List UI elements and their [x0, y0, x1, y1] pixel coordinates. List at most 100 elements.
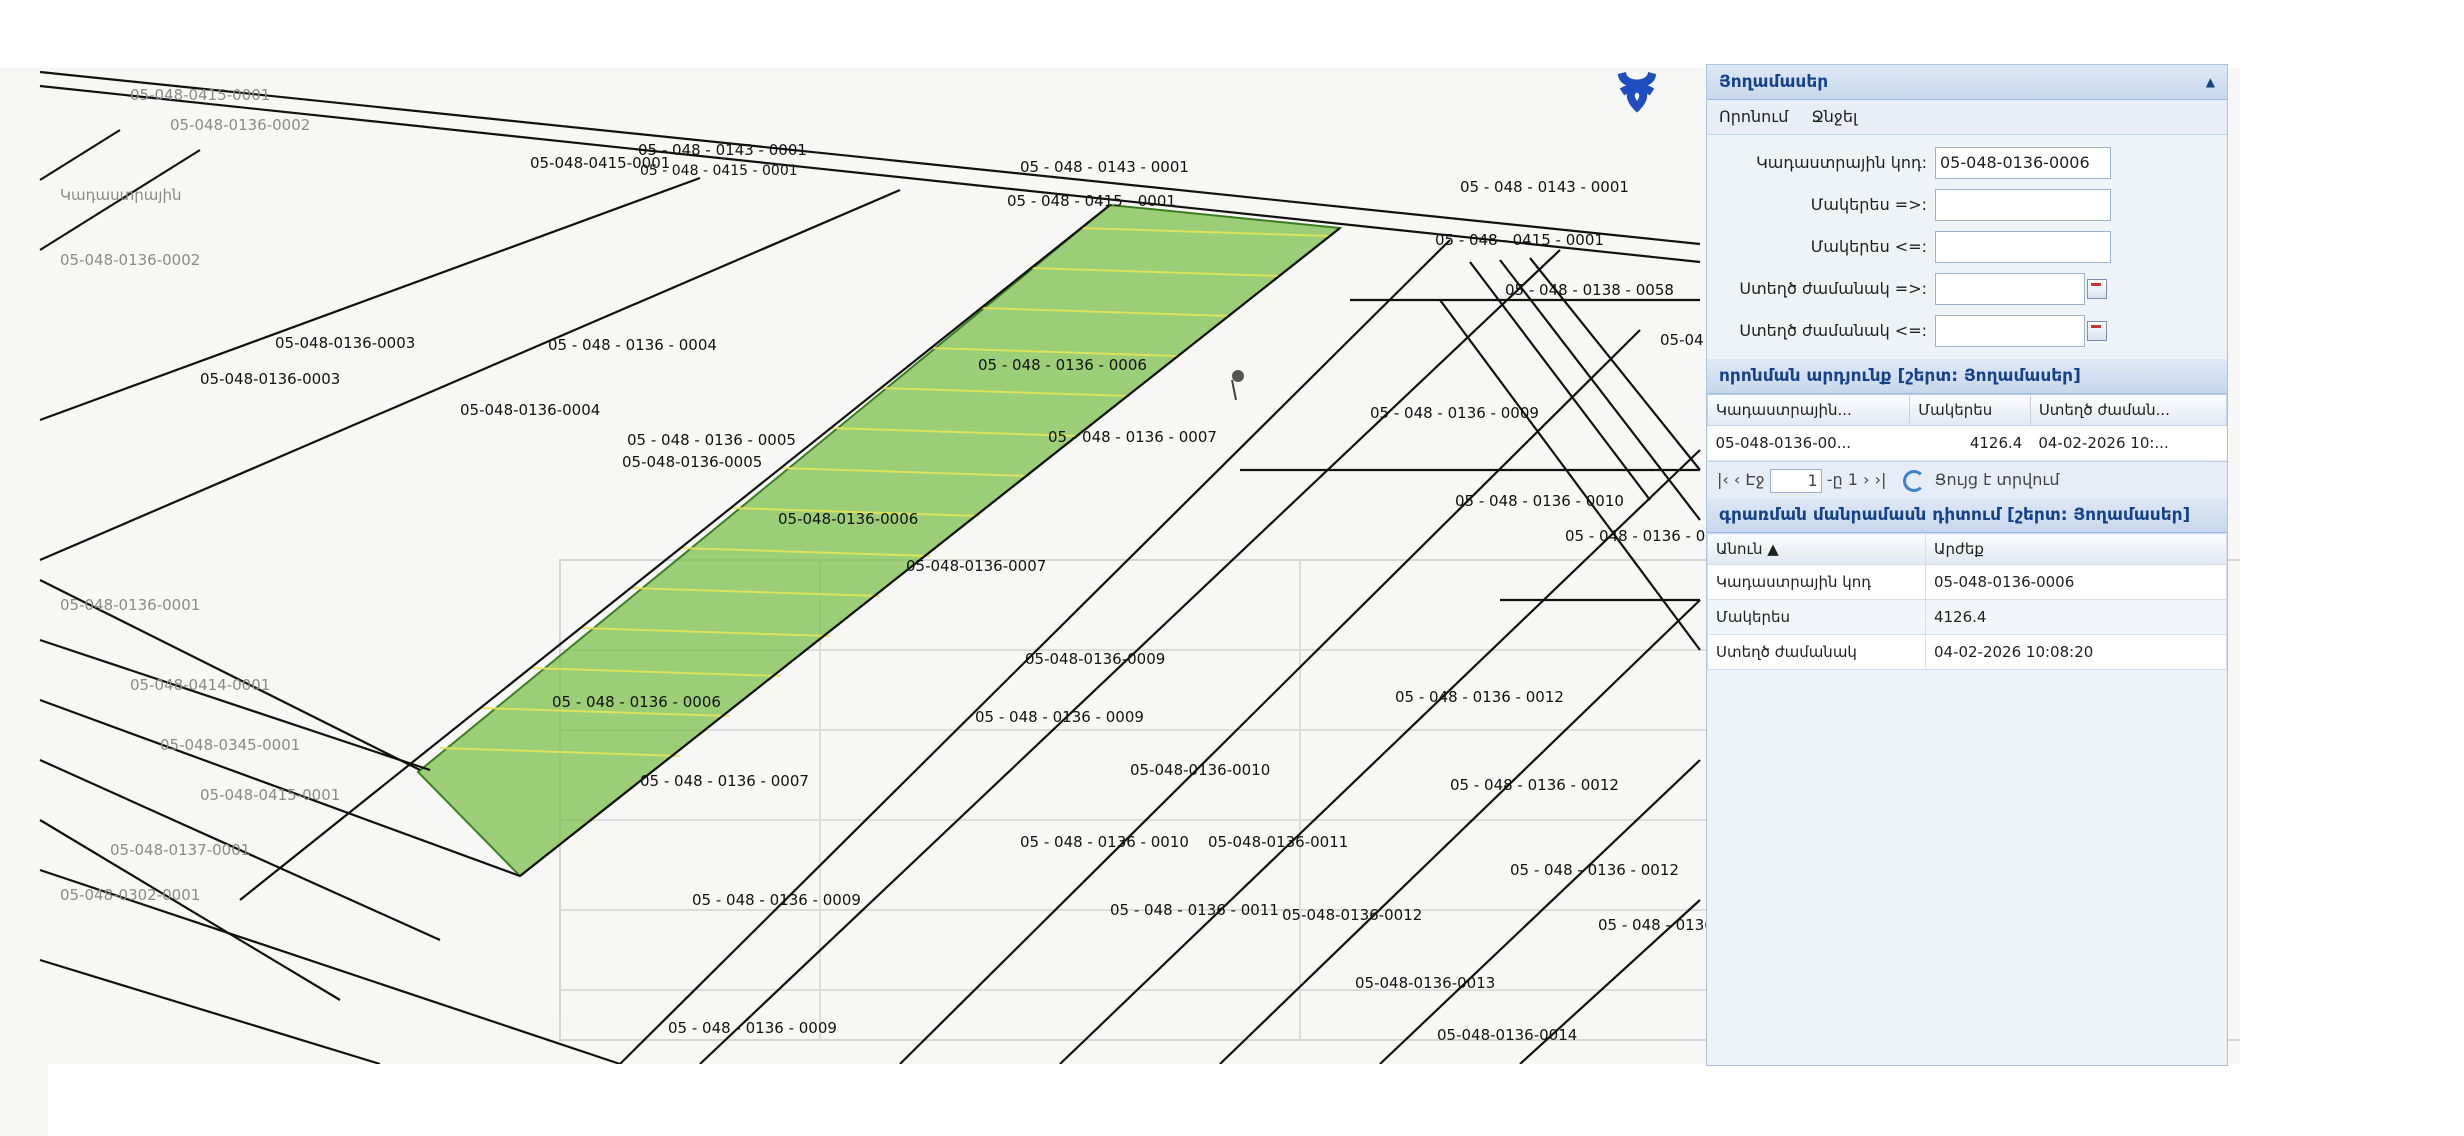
svg-text:05 - 048 - 0136 - 0009: 05 - 048 - 0136 - 0009 — [692, 891, 861, 909]
clear-button[interactable]: Ջնջել — [1811, 107, 1858, 126]
results-title-text: որոնման արդյունք [շերտ: Յողամասեր] — [1719, 366, 2081, 386]
svg-text:05-048-0415-0001: 05-048-0415-0001 — [200, 786, 340, 804]
details-header-row: Անուն ▲ Արժեք — [1707, 533, 2228, 565]
next-page-icon[interactable]: › — [1863, 470, 1870, 489]
svg-text:05 - 048 - 0136 - 0006: 05 - 048 - 0136 - 0006 — [552, 693, 721, 711]
date-to-input[interactable] — [1935, 315, 2085, 347]
svg-text:05-048-0136-0010: 05-048-0136-0010 — [1130, 761, 1270, 779]
svg-text:05-048-0136-0013: 05-048-0136-0013 — [1355, 974, 1495, 992]
svg-text:05 - 048 - 0143 - 0001: 05 - 048 - 0143 - 0001 — [1460, 178, 1629, 196]
page-count: -ը 1 — [1826, 470, 1858, 489]
svg-text:05-048-0136-0004: 05-048-0136-0004 — [460, 401, 600, 419]
area-min-input[interactable] — [1935, 189, 2111, 221]
svg-text:05 - 048 - 0136 - 0010: 05 - 048 - 0136 - 0010 — [1020, 833, 1189, 851]
detail-value: 05-048-0136-0006 — [1924, 564, 2228, 600]
svg-text:05-048-0136-0003: 05-048-0136-0003 — [275, 334, 415, 352]
svg-text:05-048-0136-0011: 05-048-0136-0011 — [1208, 833, 1348, 851]
svg-text:05 - 048 - 0136 - 0010: 05 - 048 - 0136 - 0010 — [1565, 527, 1734, 545]
calendar-icon[interactable] — [2087, 321, 2107, 341]
svg-text:05 - 048 - 0415 - 0001: 05 - 048 - 0415 - 0001 — [640, 163, 798, 179]
svg-text:Կադաստրային: Կադաստրային — [60, 186, 181, 204]
collapse-icon[interactable]: ▲ — [2205, 75, 2215, 89]
prev-page-icon[interactable]: ‹ — [1733, 470, 1741, 489]
date-from-label: Ստեղծ ժամանակ =>: — [1739, 279, 1927, 298]
pager: |‹ ‹ Էջ 1 -ը 1 › ›| Ցույց է տրվում — [1707, 461, 2227, 498]
parcel-labels: 05-048-0415-0001 05 - 048 - 0143 - 0001 … — [200, 141, 1767, 1044]
svg-text:05 - 048 - 0136 - 0005: 05 - 048 - 0136 - 0005 — [627, 431, 796, 449]
cadastral-map[interactable]: 05-048-0415-0001 05-048-0136-0002 Կադաստ… — [0, 60, 2240, 1070]
results-header-row: Կադաստրային... Մակերես Ստեղծ ժաման... — [1706, 394, 2228, 426]
search-button[interactable]: Որոնում — [1719, 107, 1789, 126]
svg-text:05 - 048 - 0138 - 0058: 05 - 048 - 0138 - 0058 — [1505, 281, 1674, 299]
svg-text:05-048-0414-0001: 05-048-0414-0001 — [130, 676, 270, 694]
right-margin — [2240, 0, 2464, 1136]
col-created[interactable]: Ստեղծ ժաման... — [2029, 394, 2228, 426]
area-max-row: Մակերես <=: — [1707, 227, 2227, 269]
table-row[interactable]: Մակերես 4126.4 — [1707, 599, 2228, 635]
page-input[interactable]: 1 — [1769, 468, 1822, 493]
svg-text:05 - 048 - 0415 - 0001: 05 - 048 - 0415 - 0001 — [1435, 231, 1604, 249]
svg-text:05 - 048 - 0136 - 0009: 05 - 048 - 0136 - 0009 — [668, 1019, 837, 1037]
svg-text:05 - 048 - 0136 - 0009: 05 - 048 - 0136 - 0009 — [975, 708, 1144, 726]
svg-text:05-048-0415-0001: 05-048-0415-0001 — [530, 154, 670, 172]
bottom-margin — [48, 1064, 2464, 1136]
svg-text:05 - 048 - 0136 - 0011: 05 - 048 - 0136 - 0011 — [1110, 901, 1279, 919]
svg-text:05 - 048 - 0136 - 0012: 05 - 048 - 0136 - 0012 — [1510, 861, 1679, 879]
area-max-input[interactable] — [1935, 231, 2111, 263]
svg-text:05-048-0136-0003: 05-048-0136-0003 — [200, 370, 340, 388]
area-min-row: Մակերես =>: — [1707, 185, 2227, 227]
svg-text:05-048-0137-0001: 05-048-0137-0001 — [110, 841, 250, 859]
detail-name: Ստեղծ ժամանակ — [1707, 634, 1926, 670]
cadastral-input[interactable]: 05-048-0136-0006 — [1935, 147, 2111, 179]
section-title-text: Յողամասեր — [1719, 72, 1829, 92]
date-from-row: Ստեղծ ժամանակ =>: — [1707, 269, 2227, 311]
pager-status: Ցույց է տրվում — [1934, 470, 2060, 489]
svg-text:05-048-0136-0014: 05-048-0136-0014 — [1437, 1026, 1577, 1044]
col-area[interactable]: Մակերես — [1909, 394, 2031, 426]
area-max-label: Մակերես <=: — [1810, 237, 1927, 256]
results-grid: Կադաստրային... Մակերես Ստեղծ ժաման... 05… — [1706, 394, 2228, 461]
svg-text:05-048-0136-0005: 05-048-0136-0005 — [622, 453, 762, 471]
col-name[interactable]: Անուն ▲ — [1707, 533, 1926, 565]
page-label: Էջ — [1745, 470, 1765, 489]
detail-value: 04-02-2026 10:08:20 — [1924, 634, 2228, 670]
svg-text:05 - 048 - 0136 - 0012: 05 - 048 - 0136 - 0012 — [1395, 688, 1564, 706]
details-title-text: գրառման մանրամասն դիտում [շերտ: Յողամասե… — [1719, 505, 2191, 525]
refresh-icon[interactable] — [1903, 469, 1926, 492]
svg-text:05 - 048 - 0136 - 0007: 05 - 048 - 0136 - 0007 — [640, 772, 809, 790]
search-form: Կադաստրային կոդ: 05-048-0136-0006 Մակերե… — [1707, 135, 2227, 359]
svg-text:05 - 048 - 0143 - 0001: 05 - 048 - 0143 - 0001 — [638, 141, 807, 159]
svg-text:05-04: 05-04 — [1660, 331, 1704, 349]
last-page-icon[interactable]: ›| — [1874, 470, 1887, 489]
map-pin-icon[interactable] — [1231, 370, 1244, 401]
table-row[interactable]: 05-048-0136-00... 4126.4 04-02-2026 10:.… — [1707, 425, 2227, 461]
svg-text:05-048-0136-0002: 05-048-0136-0002 — [170, 116, 310, 134]
details-title: գրառման մանրամասն դիտում [շերտ: Յողամասե… — [1707, 498, 2227, 533]
cell-created: 04-02-2026 10:... — [2030, 425, 2227, 461]
detail-name: Մակերես — [1707, 599, 1926, 635]
date-from-input[interactable] — [1935, 273, 2085, 305]
top-margin — [0, 0, 2464, 68]
svg-text:05-048-0136-0002: 05-048-0136-0002 — [60, 251, 200, 269]
calendar-icon[interactable] — [2087, 279, 2107, 299]
svg-text:05 - 048 - 0136 - 0010: 05 - 048 - 0136 - 0010 — [1455, 492, 1624, 510]
table-row[interactable]: Կադաստրային կոդ 05-048-0136-0006 — [1707, 564, 2228, 600]
date-to-row: Ստեղծ ժամանակ <=: — [1707, 311, 2227, 353]
svg-text:05 - 048 - 0136 - 0007: 05 - 048 - 0136 - 0007 — [1048, 428, 1217, 446]
svg-text:05-048-0302-0001: 05-048-0302-0001 — [60, 886, 200, 904]
table-row[interactable]: Ստեղծ ժամանակ 04-02-2026 10:08:20 — [1707, 634, 2228, 670]
results-title: որոնման արդյունք [շերտ: Յողամասեր] — [1707, 359, 2227, 394]
col-value[interactable]: Արժեք — [1924, 533, 2228, 565]
svg-text:05 - 048 - 0143 - 0001: 05 - 048 - 0143 - 0001 — [1020, 158, 1189, 176]
detail-value: 4126.4 — [1924, 599, 2228, 635]
svg-text:05-048-0136-0012: 05-048-0136-0012 — [1282, 906, 1422, 924]
search-toolbar: Որոնում Ջնջել — [1707, 100, 2227, 135]
detail-name: Կադաստրային կոդ — [1707, 564, 1926, 600]
svg-text:05 - 048 - 0136 - 0004: 05 - 048 - 0136 - 0004 — [548, 336, 717, 354]
col-cadastral[interactable]: Կադաստրային... — [1706, 394, 1911, 426]
section-title[interactable]: Յողամասեր ▲ — [1707, 65, 2227, 100]
first-page-icon[interactable]: |‹ — [1717, 470, 1729, 489]
svg-text:05-048-0136-0006: 05-048-0136-0006 — [778, 510, 918, 528]
selected-parcel-hatch — [439, 227, 1331, 757]
